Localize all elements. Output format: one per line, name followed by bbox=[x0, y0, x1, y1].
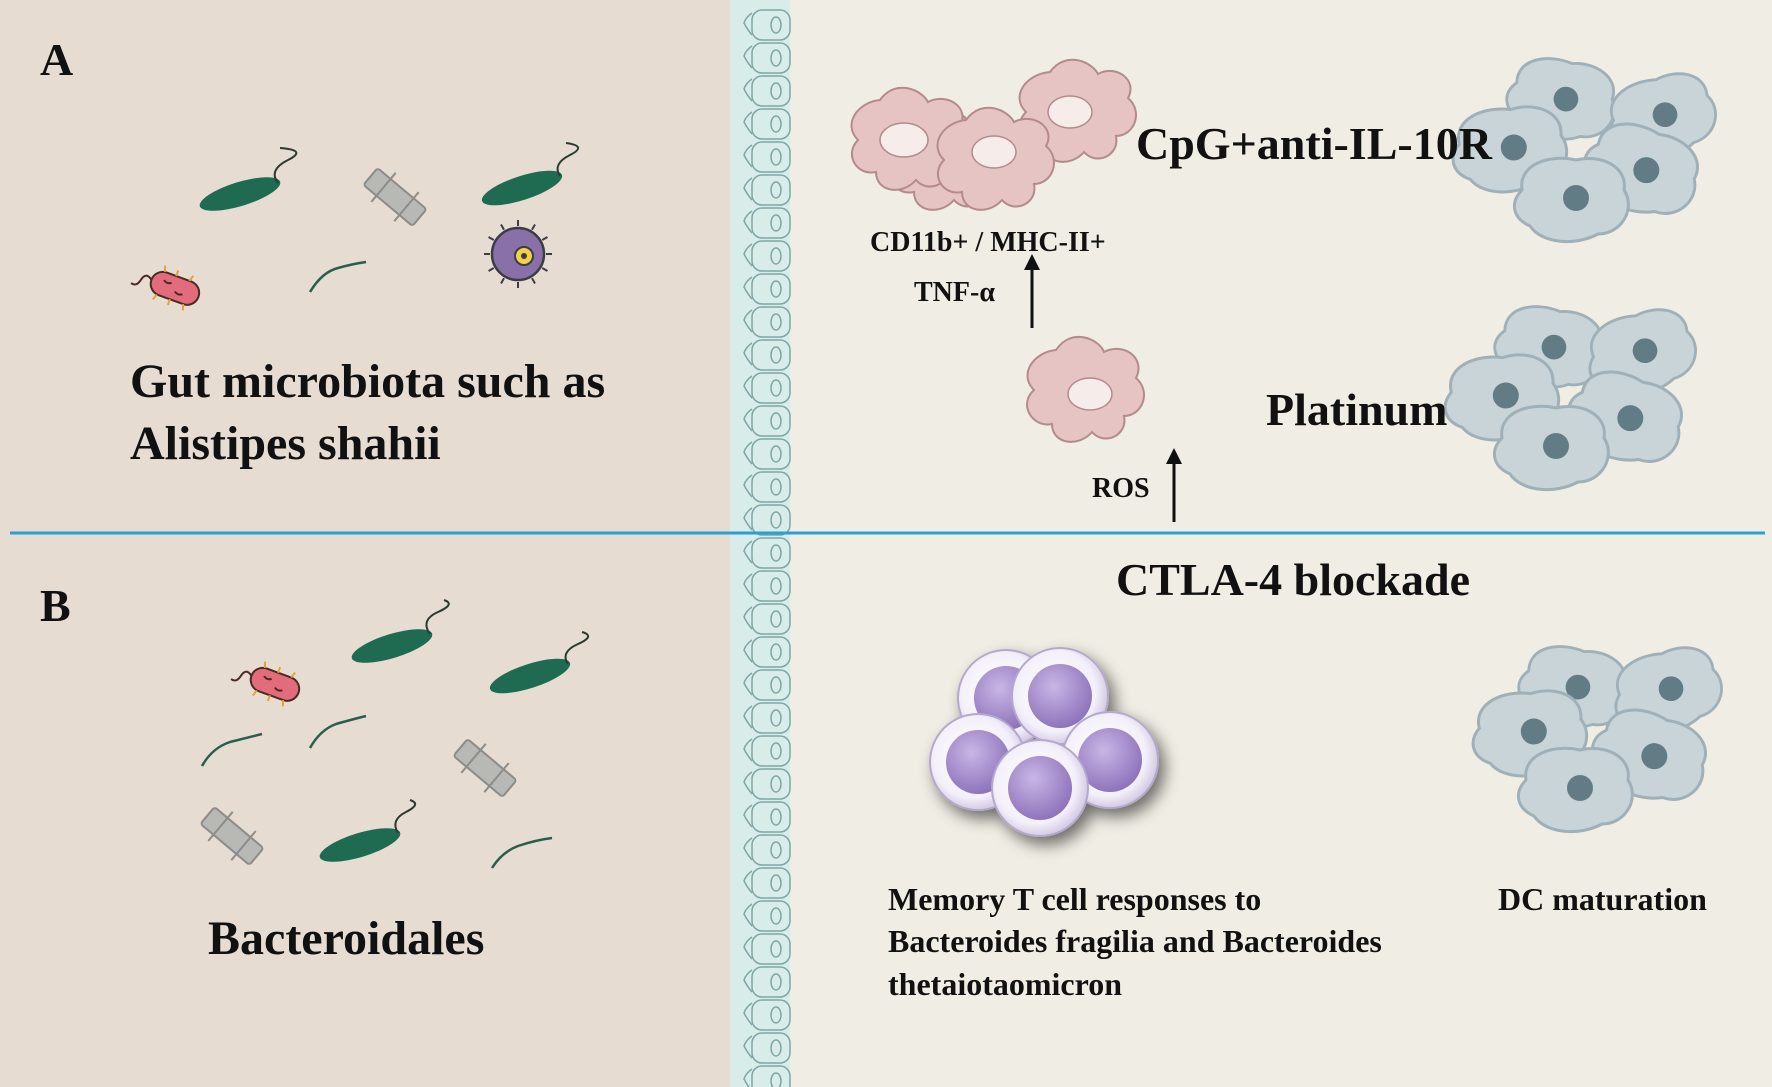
epithelial-cell bbox=[743, 108, 791, 140]
spirochete-bacterium bbox=[200, 732, 263, 767]
epithelial-cell bbox=[743, 306, 791, 338]
epithelial-cell bbox=[743, 834, 791, 866]
epithelial-cell bbox=[743, 636, 791, 668]
macrophage-cell bbox=[850, 86, 969, 191]
treatment-platinum: Platinum bbox=[1266, 384, 1448, 435]
tumor-cell-clusters bbox=[1443, 57, 1723, 834]
epithelial-cell bbox=[743, 240, 791, 272]
tcell-caption-line3: thetaiotaomicron bbox=[888, 966, 1123, 1002]
ros-label: ROS bbox=[1092, 473, 1150, 504]
dc-maturation-caption: DC maturation bbox=[1498, 881, 1707, 917]
rod-bacterium bbox=[199, 147, 298, 211]
epithelial-cell bbox=[743, 702, 791, 734]
epithelial-cell bbox=[743, 42, 791, 74]
tumor-cell bbox=[1517, 746, 1634, 834]
epithelial-cell bbox=[743, 339, 791, 371]
rod-bacterium bbox=[489, 631, 589, 694]
panel-a-microbiota-caption-line2: Alistipes shahii bbox=[130, 417, 441, 470]
epithelial-cell bbox=[743, 603, 791, 635]
epithelial-cell bbox=[743, 867, 791, 899]
bandage-bacterium-icon bbox=[363, 168, 427, 226]
epithelial-cell bbox=[743, 537, 791, 569]
epithelial-cell bbox=[743, 174, 791, 206]
epithelial-cell bbox=[743, 141, 791, 173]
panel-b-letter: B bbox=[40, 580, 71, 631]
epithelial-cell bbox=[743, 405, 791, 437]
panel-a-letter: A bbox=[40, 34, 74, 85]
epithelial-cell bbox=[743, 438, 791, 470]
tumor-cell bbox=[1513, 156, 1630, 244]
epithelial-cell bbox=[743, 504, 791, 536]
tcell-caption-line1: Memory T cell responses to bbox=[888, 881, 1262, 917]
epithelial-cell bbox=[743, 570, 791, 602]
epithelial-cell bbox=[743, 900, 791, 932]
epithelial-cell bbox=[743, 75, 791, 107]
epithelial-cell bbox=[743, 1065, 791, 1087]
tumor-cell bbox=[1493, 404, 1610, 492]
epithelial-cell bbox=[743, 735, 791, 767]
rod-bacterium bbox=[351, 599, 450, 663]
memory-t-cell-cluster bbox=[929, 647, 1159, 837]
epithelial-cell bbox=[743, 372, 791, 404]
epithelial-cell bbox=[743, 801, 791, 833]
up-arrow-icon bbox=[1024, 254, 1040, 328]
epithelial-cell bbox=[743, 1032, 791, 1064]
epithelial-cell bbox=[743, 933, 791, 965]
epithelial-cell bbox=[743, 966, 791, 998]
epithelial-cell bbox=[743, 273, 791, 305]
epithelial-cell bbox=[743, 999, 791, 1031]
panel-a-microbiota-caption-line1: Gut microbiota such as bbox=[130, 355, 606, 408]
bandage-bacterium-icon bbox=[453, 739, 517, 797]
epithelial-cell bbox=[743, 669, 791, 701]
up-arrow-icon bbox=[1166, 448, 1182, 522]
virus-icon bbox=[484, 220, 552, 288]
spirochete-bacterium bbox=[308, 260, 367, 293]
intestinal-epithelium bbox=[730, 0, 791, 1087]
epithelial-cell bbox=[743, 768, 791, 800]
treatment-cpg-anti-il10r: CpG+anti-IL-10R bbox=[1136, 118, 1492, 169]
spirochete-bacterium bbox=[308, 714, 367, 749]
spirochete-bacterium bbox=[490, 836, 553, 869]
tcell-caption-line2: Bacteroides fragilia and Bacteroides bbox=[888, 923, 1382, 959]
epithelial-cell bbox=[743, 471, 791, 503]
rod-bacterium bbox=[481, 142, 579, 206]
pink-bacillus-icon bbox=[130, 265, 201, 311]
epithelial-cell bbox=[743, 207, 791, 239]
macrophage-cell bbox=[1026, 336, 1145, 443]
marker-tnf-alpha: TNF-α bbox=[914, 277, 995, 308]
treatment-ctla4-blockade: CTLA-4 blockade bbox=[1116, 554, 1470, 605]
marker-cd11b-mhcii: CD11b+ / MHC-II+ bbox=[870, 227, 1106, 258]
memory-t-cell bbox=[991, 739, 1089, 837]
macrophage-cell bbox=[936, 106, 1055, 211]
bandage-bacterium-icon bbox=[200, 807, 264, 865]
rod-bacterium bbox=[319, 799, 417, 862]
panel-b-microbiota-caption: Bacteroidales bbox=[208, 912, 485, 965]
pink-bacillus-icon bbox=[230, 661, 301, 707]
epithelial-cell bbox=[743, 9, 791, 41]
